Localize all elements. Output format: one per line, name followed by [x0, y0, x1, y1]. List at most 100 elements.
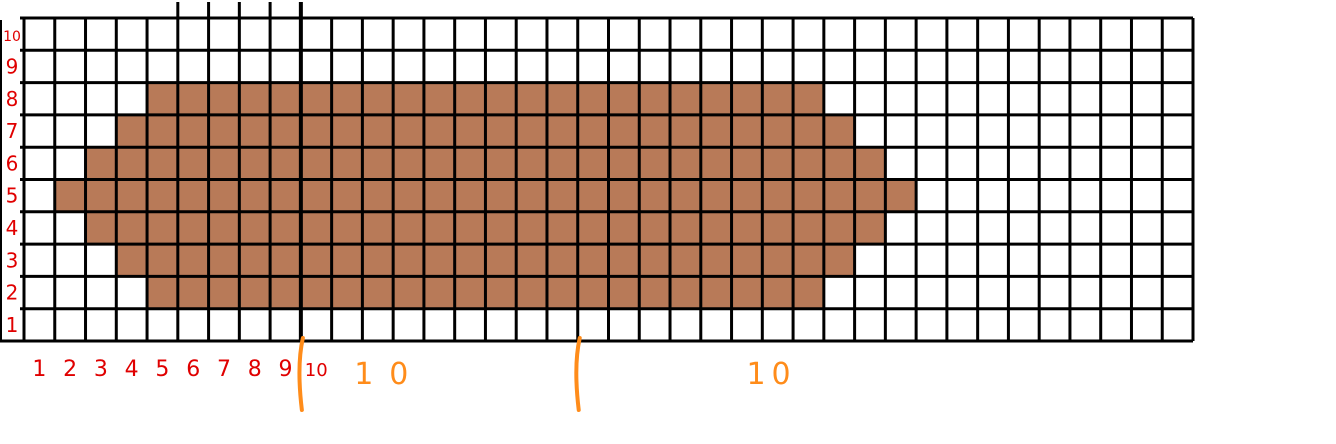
filled-cell-r6-c16 — [485, 147, 517, 180]
filled-cell-r8-c26 — [793, 82, 824, 115]
filled-cell-r2-c8 — [239, 276, 271, 309]
filled-cell-r6-c24 — [731, 147, 763, 180]
filled-cell-r6-c19 — [577, 147, 609, 180]
filled-cell-r3-c10 — [300, 244, 332, 277]
filled-cell-r4-c6 — [177, 211, 209, 245]
column-label-6: 6 — [186, 357, 200, 382]
filled-cell-r5-c23 — [700, 179, 732, 212]
filled-cell-r5-c16 — [485, 179, 517, 212]
filled-cell-r7-c13 — [393, 114, 424, 148]
filled-cell-r2-c12 — [362, 276, 394, 309]
filled-cell-r3-c25 — [762, 244, 794, 277]
filled-cell-r3-c26 — [793, 244, 824, 277]
filled-cell-r6-c23 — [700, 147, 732, 180]
filled-cell-r3-c21 — [639, 244, 671, 277]
filled-cell-r4-c17 — [516, 211, 547, 245]
filled-cell-r2-c15 — [454, 276, 486, 309]
filled-cell-r3-c18 — [546, 244, 578, 277]
filled-cell-r3-c6 — [177, 244, 209, 277]
filled-cell-r5-c24 — [731, 179, 763, 212]
filled-cell-r8-c8 — [239, 82, 271, 115]
filled-cell-r8-c15 — [454, 82, 486, 115]
filled-cell-r7-c20 — [608, 114, 640, 148]
filled-cell-r4-c20 — [608, 211, 640, 245]
filled-cell-r4-c19 — [577, 211, 609, 245]
filled-cell-r7-c9 — [270, 114, 301, 148]
filled-cell-r3-c13 — [393, 244, 424, 277]
filled-cell-r8-c12 — [362, 82, 394, 115]
filled-cell-r2-c24 — [731, 276, 763, 309]
filled-cell-r2-c5 — [147, 276, 178, 309]
filled-cell-r2-c14 — [423, 276, 455, 309]
filled-cell-r5-c20 — [608, 179, 640, 212]
filled-cell-r6-c5 — [147, 147, 178, 180]
row-label-8: 8 — [6, 87, 19, 111]
row-label-9: 9 — [6, 54, 19, 78]
row-label-3: 3 — [6, 248, 19, 272]
filled-cell-r7-c17 — [516, 114, 547, 148]
filled-cell-r8-c10 — [300, 82, 332, 115]
filled-cell-r6-c3 — [85, 147, 117, 180]
filled-cell-r2-c23 — [700, 276, 732, 309]
filled-cell-r4-c4 — [116, 211, 148, 245]
filled-cell-r8-c20 — [608, 82, 640, 115]
filled-cell-r7-c18 — [546, 114, 578, 148]
filled-cell-r7-c27 — [823, 114, 855, 148]
filled-cell-r3-c16 — [485, 244, 517, 277]
filled-cell-r4-c13 — [393, 211, 424, 245]
filled-cell-r4-c22 — [670, 211, 701, 245]
filled-cell-r8-c6 — [177, 82, 209, 115]
filled-cell-r7-c12 — [362, 114, 394, 148]
filled-cell-r7-c15 — [454, 114, 486, 148]
column-label-5: 5 — [155, 357, 169, 382]
filled-cell-r4-c9 — [270, 211, 301, 245]
segment-label: 10 — [746, 357, 796, 392]
filled-cell-r3-c24 — [731, 244, 763, 277]
filled-cell-r5-c10 — [300, 179, 332, 212]
filled-cell-r2-c18 — [546, 276, 578, 309]
filled-cell-r8-c24 — [731, 82, 763, 115]
filled-cell-r5-c21 — [639, 179, 671, 212]
filled-cell-r4-c15 — [454, 211, 486, 245]
filled-cell-r7-c11 — [331, 114, 363, 148]
filled-cell-r2-c7 — [208, 276, 240, 309]
row-label-4: 4 — [6, 216, 19, 240]
filled-cell-r5-c15 — [454, 179, 486, 212]
filled-cell-r2-c6 — [177, 276, 209, 309]
filled-cell-r4-c28 — [854, 211, 886, 245]
column-label-7: 7 — [217, 357, 231, 382]
filled-cell-r4-c24 — [731, 211, 763, 245]
filled-cell-r3-c17 — [516, 244, 547, 277]
filled-cell-r7-c5 — [147, 114, 178, 148]
row-label-2: 2 — [6, 281, 19, 305]
segment-boundary-mark — [574, 336, 582, 412]
filled-cell-r4-c26 — [793, 211, 824, 245]
filled-cell-r3-c9 — [270, 244, 301, 277]
filled-cell-r4-c16 — [485, 211, 517, 245]
filled-cell-r4-c10 — [300, 211, 332, 245]
segment-boundary-mark — [297, 336, 305, 412]
filled-cell-r2-c17 — [516, 276, 547, 309]
filled-cell-r4-c23 — [700, 211, 732, 245]
filled-cell-r8-c18 — [546, 82, 578, 115]
filled-cell-r6-c26 — [793, 147, 824, 180]
filled-cell-r5-c19 — [577, 179, 609, 212]
column-label-3: 3 — [94, 357, 108, 382]
filled-cell-r5-c7 — [208, 179, 240, 212]
filled-cell-r4-c21 — [639, 211, 671, 245]
filled-cell-r8-c16 — [485, 82, 517, 115]
filled-cell-r8-c21 — [639, 82, 671, 115]
filled-cell-r5-c29 — [885, 179, 917, 212]
filled-cell-r3-c19 — [577, 244, 609, 277]
filled-cell-r4-c14 — [423, 211, 455, 245]
filled-cell-r2-c16 — [485, 276, 517, 309]
grid-lines — [0, 2, 1195, 343]
filled-cell-r8-c17 — [516, 82, 547, 115]
filled-cell-r6-c17 — [516, 147, 547, 180]
filled-cell-r8-c7 — [208, 82, 240, 115]
filled-cell-r5-c17 — [516, 179, 547, 212]
filled-cell-r5-c2 — [54, 179, 86, 212]
filled-cell-r3-c14 — [423, 244, 455, 277]
